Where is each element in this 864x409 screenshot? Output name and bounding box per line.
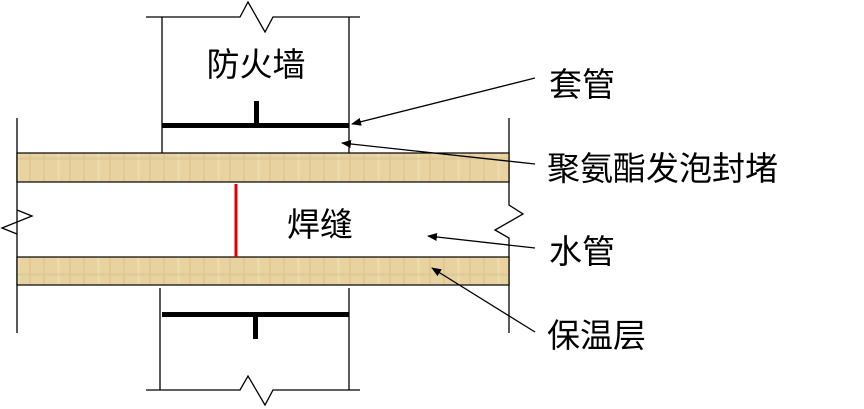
pipe-break-left (0, 209, 34, 235)
pipe-edge-right (493, 118, 525, 333)
leader-water-pipe (427, 233, 536, 249)
leader-insulation (431, 267, 536, 333)
callout-water-pipe: 水管 (549, 232, 615, 271)
wall-break-line-top (146, 0, 360, 34)
callout-insulation: 保温层 (547, 316, 646, 355)
insulation-bottom (16, 256, 510, 286)
callout-sleeve: 套管 (549, 65, 615, 104)
wall-break-line-bottom (146, 374, 360, 407)
sleeve-bottom (162, 312, 349, 339)
callout-foam-seal: 聚氨酯发泡封堵 (547, 149, 778, 188)
insulation-top (16, 152, 510, 183)
wall-label: 防火墙 (207, 45, 306, 84)
fire-wall-bottom (146, 288, 360, 407)
leader-foam-seal (341, 139, 536, 165)
leader-sleeve (351, 77, 536, 126)
weld-label: 焊缝 (287, 205, 353, 244)
fire-wall-top (146, 0, 360, 155)
sleeve-top (162, 101, 349, 128)
